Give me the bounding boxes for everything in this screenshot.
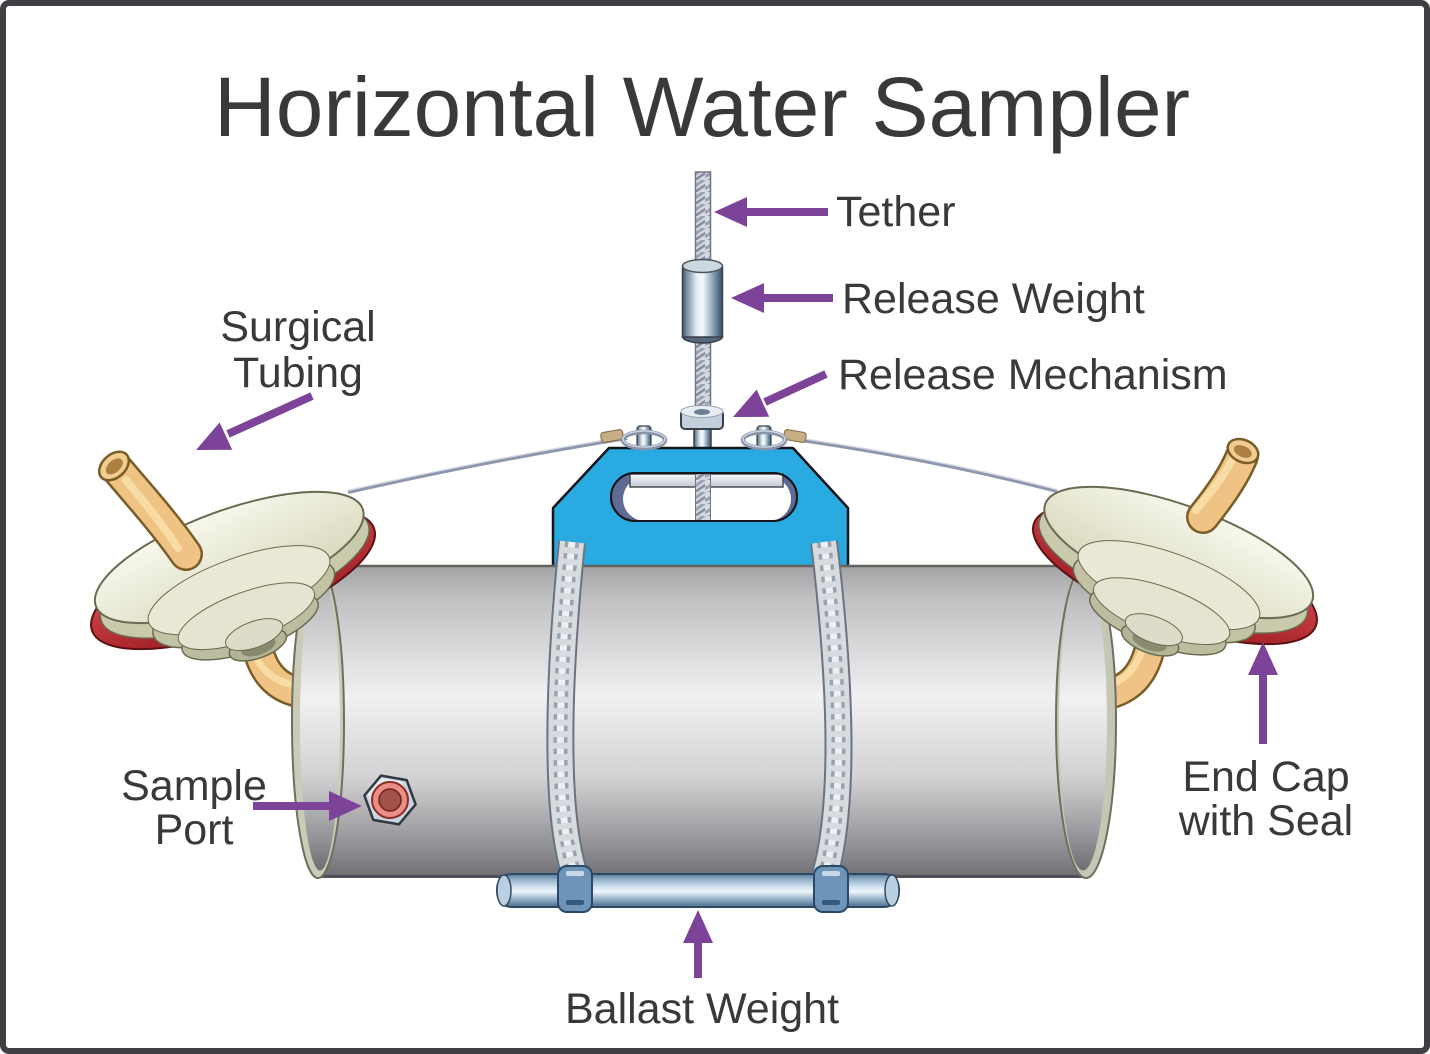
tube-rim-right [1055,564,1117,879]
label-surgical-tubing-line1: Surgical [220,303,375,351]
wire-ferrule-left [600,429,624,443]
release-weight [681,258,724,344]
arrow-head [733,389,770,417]
surgical-tubing-left [97,450,203,571]
label-sample-port-line2: Port [155,806,234,854]
arrow-head [731,283,764,313]
strap-loop-right [813,865,849,913]
ballast-weight-arrow [683,910,713,978]
sample-port-arrow [253,791,362,821]
arrow-head [714,197,747,227]
surgical-tubing-right [1186,437,1260,534]
arrow-shaft [226,392,314,438]
label-ballast-weight: Ballast Weight [565,985,839,1033]
sample-port [363,774,417,826]
page-title: Horizontal Water Sampler [214,60,1190,154]
strap-loop-left [557,865,593,913]
eyelet-loop-left [620,429,668,451]
sampler-tube-body [318,564,1086,878]
release-weight-arrow [731,283,833,313]
arrow-head [1248,642,1278,675]
surgical-tubing-arrow [196,392,314,450]
label-release-mechanism: Release Mechanism [838,351,1228,399]
arrow-head [196,422,233,450]
mounting-bracket [551,446,850,586]
arrow-shaft [763,370,828,406]
trigger-wire-left [347,429,628,494]
end-cap-arrow [1248,642,1278,744]
release-mechanism [680,405,724,453]
trigger-wire-right [783,429,1058,493]
label-tether: Tether [836,188,956,236]
arrow-head [329,791,362,821]
tether-cable-in-slot [695,473,711,522]
label-end-cap-line1: End Cap [1182,753,1349,801]
label-release-weight: Release Weight [842,275,1145,323]
eyelet-loop-right [740,429,788,451]
ballast-rod [496,873,900,908]
release-mechanism-arrow [733,370,828,417]
wire-ferrule-right [783,429,807,443]
label-surgical-tubing-line2: Tubing [233,349,363,397]
arrow-head [683,910,713,943]
label-end-cap-line2: with Seal [1178,797,1353,845]
label-sample-port-line1: Sample [121,762,267,810]
tether-arrow [714,197,828,227]
